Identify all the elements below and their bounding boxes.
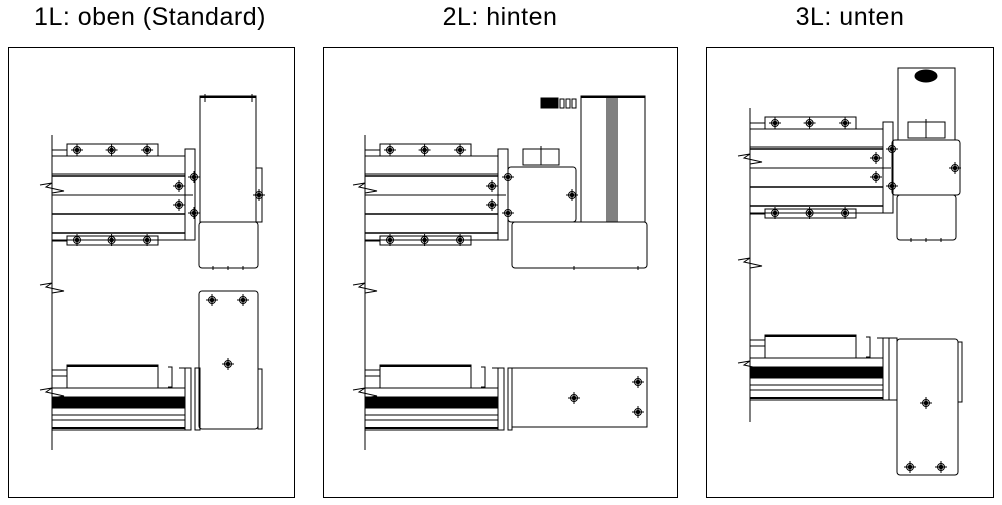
screw-icon <box>839 117 852 129</box>
screw-icon <box>632 376 644 388</box>
end-cap <box>497 367 505 431</box>
screw-icon <box>454 144 467 156</box>
screw-icon <box>206 294 218 306</box>
actuator-body <box>749 357 884 401</box>
screw-icon <box>71 234 84 246</box>
end-cap <box>882 337 890 401</box>
screw-icon <box>803 117 816 129</box>
screw-icon <box>237 294 249 306</box>
screw-icon <box>384 144 397 156</box>
panel-2l <box>323 47 678 498</box>
adapter <box>507 367 513 431</box>
carriage <box>66 364 159 389</box>
panel-title-2l: 2L: hinten <box>442 3 558 31</box>
flange <box>957 341 963 403</box>
panel-3l <box>706 47 994 498</box>
screw-icon <box>141 144 154 156</box>
screw-icon <box>904 461 916 473</box>
break-line <box>39 182 65 194</box>
cable-connector <box>540 97 559 109</box>
adapter-plate <box>507 166 577 223</box>
screw-icon <box>803 207 816 219</box>
screw-icon <box>886 143 898 155</box>
actuator-body <box>51 155 186 241</box>
connector-ring <box>571 98 577 109</box>
motor-plate <box>896 338 959 476</box>
gear-box <box>198 221 259 269</box>
screw-icon <box>188 171 200 183</box>
screw-icon <box>502 207 514 219</box>
flange <box>257 368 263 430</box>
screw-icon <box>71 144 84 156</box>
end-cap <box>184 148 196 241</box>
upper-actuator <box>749 116 894 219</box>
screw-icon <box>870 171 882 183</box>
screw-icon <box>253 189 265 201</box>
belt-band <box>364 396 499 409</box>
screw-icon <box>418 144 431 156</box>
panel-title-1l: 1L: oben (Standard) <box>34 3 266 31</box>
break-line <box>352 282 378 294</box>
stopper <box>168 366 173 388</box>
screw-icon <box>769 117 782 129</box>
stopper <box>866 336 871 358</box>
screw-icon <box>486 199 498 211</box>
screw-icon <box>384 234 397 246</box>
carriage <box>764 334 857 359</box>
screw-icon <box>105 144 118 156</box>
break-line <box>39 282 65 294</box>
motor-housing <box>199 95 257 223</box>
panel-frame <box>323 47 678 498</box>
screw-icon <box>920 397 932 409</box>
screw-icon <box>173 180 185 192</box>
motor-plate <box>198 290 259 430</box>
screw-icon <box>502 171 514 183</box>
belt-band <box>51 396 186 409</box>
belt-band <box>749 366 884 379</box>
screw-icon <box>188 207 200 219</box>
panel-title-3l: 3L: unten <box>795 3 905 31</box>
screw-icon <box>173 199 185 211</box>
screw-icon <box>949 162 961 174</box>
adapter <box>888 337 898 401</box>
screw-icon <box>568 392 580 404</box>
adapter <box>194 367 201 431</box>
actuator-body <box>364 155 499 241</box>
screw-icon <box>141 234 154 246</box>
panel-frame <box>706 47 994 498</box>
break-line <box>737 257 763 269</box>
screw-icon <box>454 234 467 246</box>
break-line <box>352 182 378 194</box>
connector-ring <box>565 98 571 109</box>
screw-icon <box>870 152 882 164</box>
screw-icon <box>886 180 898 192</box>
panel-1l <box>8 47 295 498</box>
stopper <box>481 366 486 388</box>
screw-icon <box>632 406 644 418</box>
actuator-body <box>749 128 884 214</box>
screw-icon <box>566 189 578 201</box>
gear-box <box>896 194 957 241</box>
end-cap <box>184 367 192 431</box>
screw-icon <box>769 207 782 219</box>
screw-icon <box>935 461 947 473</box>
carriage <box>379 364 472 389</box>
screw-icon <box>486 180 498 192</box>
gear-box <box>511 221 648 269</box>
screw-icon <box>418 234 431 246</box>
end-cap <box>882 121 894 214</box>
actuator-body <box>364 387 499 431</box>
screw-icon <box>222 358 234 370</box>
lower-actuator <box>749 334 890 401</box>
screw-icon <box>839 207 852 219</box>
break-line <box>737 153 763 165</box>
connector-ring <box>559 98 565 109</box>
panel-frame <box>8 47 295 498</box>
actuator-body <box>51 387 186 431</box>
screw-icon <box>105 234 118 246</box>
motor-plate <box>511 367 648 428</box>
